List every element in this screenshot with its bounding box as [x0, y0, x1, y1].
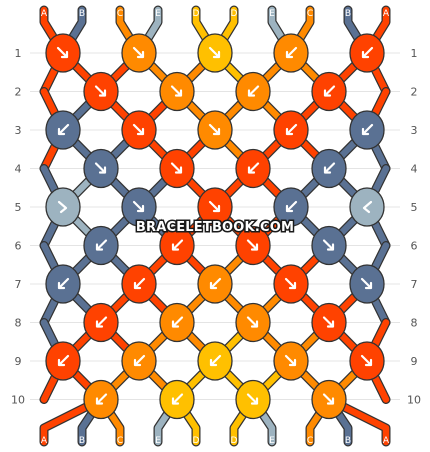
knot-arrow-icon: [322, 393, 335, 405]
knot-arrow-icon: [57, 123, 70, 136]
knot-arrow-icon: [247, 85, 260, 97]
knot-arrow-icon: [132, 200, 145, 213]
knot-arrow-icon: [208, 46, 221, 59]
knot-arrow-icon: [57, 277, 70, 290]
row-label-left: 5: [15, 201, 22, 214]
row-label-left: 10: [11, 394, 25, 407]
top-strand-label: A: [41, 9, 48, 19]
row-label-left: 1: [15, 47, 22, 60]
row-label-left: 3: [15, 124, 22, 137]
knot-layer: [45, 33, 385, 420]
top-strand-label: B: [345, 9, 351, 19]
knot-arrow-icon: [246, 393, 259, 405]
bottom-strand-label: D: [193, 436, 200, 446]
knot-arrow-icon: [323, 85, 336, 97]
row-label-right: 5: [411, 201, 418, 214]
knot-arrow-icon: [285, 200, 298, 213]
knot-arrow-icon: [361, 46, 374, 59]
top-strand-label: C: [117, 9, 123, 19]
row-label-right: 1: [411, 47, 418, 60]
row-label-left: 6: [15, 240, 22, 253]
bottom-strand: [325, 396, 390, 446]
bottom-strand-label: D: [231, 436, 238, 446]
top-strand-label: D: [193, 9, 200, 19]
row-label-right: 8: [411, 317, 418, 330]
knot-arrow-icon: [284, 354, 297, 367]
knot-arrow-icon: [362, 200, 373, 214]
knot-arrow-icon: [208, 200, 221, 213]
row-label-right: 10: [407, 394, 421, 407]
top-strand-label: D: [231, 9, 238, 19]
knot-arrow-icon: [95, 316, 108, 328]
knot-arrow-icon: [132, 46, 145, 59]
knot-arrow-icon: [247, 162, 260, 174]
bottom-strand-label: C: [117, 436, 123, 446]
row-label-left: 2: [15, 86, 22, 99]
row-label-right: 4: [411, 163, 418, 176]
knot-arrow-icon: [171, 316, 184, 328]
row-label-left: 4: [15, 163, 22, 176]
top-strand-label: E: [155, 9, 161, 19]
knot-arrow-icon: [95, 239, 108, 251]
row-label-right: 2: [411, 86, 418, 99]
top-strand-label: C: [307, 9, 313, 19]
bottom-strand-label: E: [269, 436, 275, 446]
knot-arrow-icon: [208, 123, 221, 136]
knot-arrow-icon: [95, 393, 108, 405]
row-label-left: 7: [15, 278, 22, 291]
row-label-right: 7: [411, 278, 418, 291]
bottom-strand-label: B: [345, 436, 351, 446]
row-label-right: 6: [411, 240, 418, 253]
knot-arrow-icon: [246, 239, 259, 251]
knot-arrow-icon: [284, 277, 297, 290]
knot-arrow-icon: [133, 277, 146, 290]
knot-arrow-icon: [209, 277, 222, 290]
knot-arrow-icon: [57, 354, 70, 367]
bottom-strand-label: C: [307, 436, 313, 446]
knot-arrow-icon: [171, 393, 184, 405]
knot-arrow-icon: [171, 239, 184, 251]
knot-arrow-icon: [94, 85, 107, 97]
knot-arrow-icon: [246, 316, 259, 328]
top-strand-label: B: [79, 9, 85, 19]
knot: [349, 187, 385, 227]
knot-arrow-icon: [132, 123, 145, 136]
knot-arrow-icon: [285, 46, 298, 59]
knot-arrow-icon: [56, 46, 69, 59]
row-label-left: 8: [15, 317, 22, 330]
bottom-strand-label: E: [155, 436, 161, 446]
knot-arrow-icon: [57, 200, 68, 214]
knot-arrow-icon: [133, 354, 146, 367]
watermark-text: BRACELETBOOK.COM: [136, 220, 294, 235]
knot-arrow-icon: [209, 354, 222, 367]
knot-arrow-icon: [94, 162, 107, 174]
knot-arrow-icon: [360, 277, 373, 290]
knot-arrow-icon: [322, 239, 335, 251]
knot-arrow-icon: [323, 162, 336, 174]
knot-arrow-icon: [361, 123, 374, 136]
bottom-strand: [40, 396, 105, 446]
top-strand-label: E: [269, 9, 275, 19]
knot-arrow-icon: [170, 162, 183, 174]
bottom-strand-label: B: [79, 436, 85, 446]
knot: [45, 187, 81, 227]
knot-arrow-icon: [360, 354, 373, 367]
row-label-right: 3: [411, 124, 418, 137]
top-strand-label: A: [383, 9, 390, 19]
bottom-strand-label: A: [41, 436, 48, 446]
knot-arrow-icon: [285, 123, 298, 136]
bottom-strand-label: A: [383, 436, 390, 446]
knot-arrow-icon: [170, 85, 183, 97]
row-label-left: 9: [15, 355, 22, 368]
knot-arrow-icon: [322, 316, 335, 328]
row-label-right: 9: [411, 355, 418, 368]
